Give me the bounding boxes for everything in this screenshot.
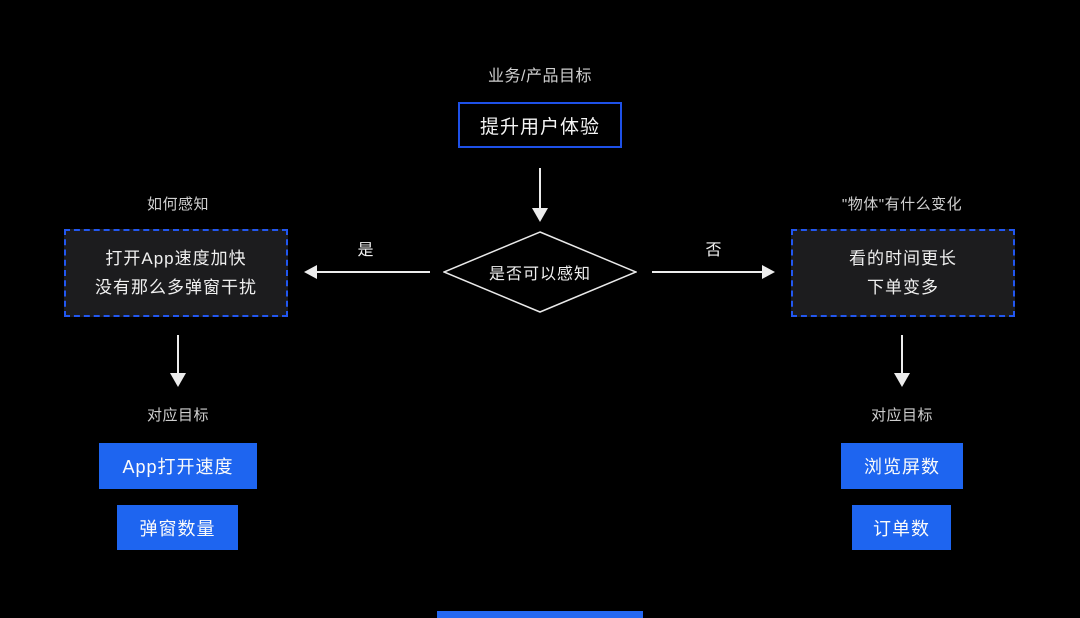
bottom-accent-bar	[437, 611, 643, 618]
arrow-shaft	[901, 335, 903, 373]
metric-order-count: 订单数	[852, 505, 951, 550]
business-goal-label: 业务/产品目标	[488, 68, 592, 85]
goal-node: 提升用户体验	[458, 102, 622, 148]
metric-browse-screens: 浏览屏数	[841, 443, 963, 489]
left-perception-node: 打开App速度加快 没有那么多弹窗干扰	[64, 229, 288, 317]
yes-branch-label: 是	[357, 242, 375, 259]
arrow-shaft	[539, 168, 541, 208]
change-line: 下单变多	[867, 278, 939, 297]
arrow-head-right-icon	[762, 265, 775, 279]
right-target-label: 对应目标	[870, 407, 933, 424]
arrow-shaft	[317, 271, 430, 273]
arrow-shaft	[652, 271, 762, 273]
perception-line: 没有那么多弹窗干扰	[95, 278, 257, 297]
decision-node: 是否可以感知	[488, 266, 591, 283]
perception-line: 打开App速度加快	[105, 249, 247, 268]
metric-popup-count: 弹窗数量	[117, 505, 238, 550]
decision-diamond-shape	[443, 231, 637, 313]
left-branch-title: 如何感知	[146, 196, 209, 213]
arrow-head-down-icon	[170, 373, 186, 387]
right-branch-title: "物体"有什么变化	[841, 196, 963, 213]
arrow-head-down-icon	[894, 373, 910, 387]
change-line: 看的时间更长	[849, 249, 957, 268]
metric-app-open-speed: App打开速度	[99, 443, 257, 489]
arrow-head-left-icon	[304, 265, 317, 279]
arrow-head-down-icon	[532, 208, 548, 222]
no-branch-label: 否	[705, 242, 723, 259]
left-target-label: 对应目标	[146, 407, 209, 424]
arrow-shaft	[177, 335, 179, 373]
right-change-node: 看的时间更长 下单变多	[791, 229, 1015, 317]
